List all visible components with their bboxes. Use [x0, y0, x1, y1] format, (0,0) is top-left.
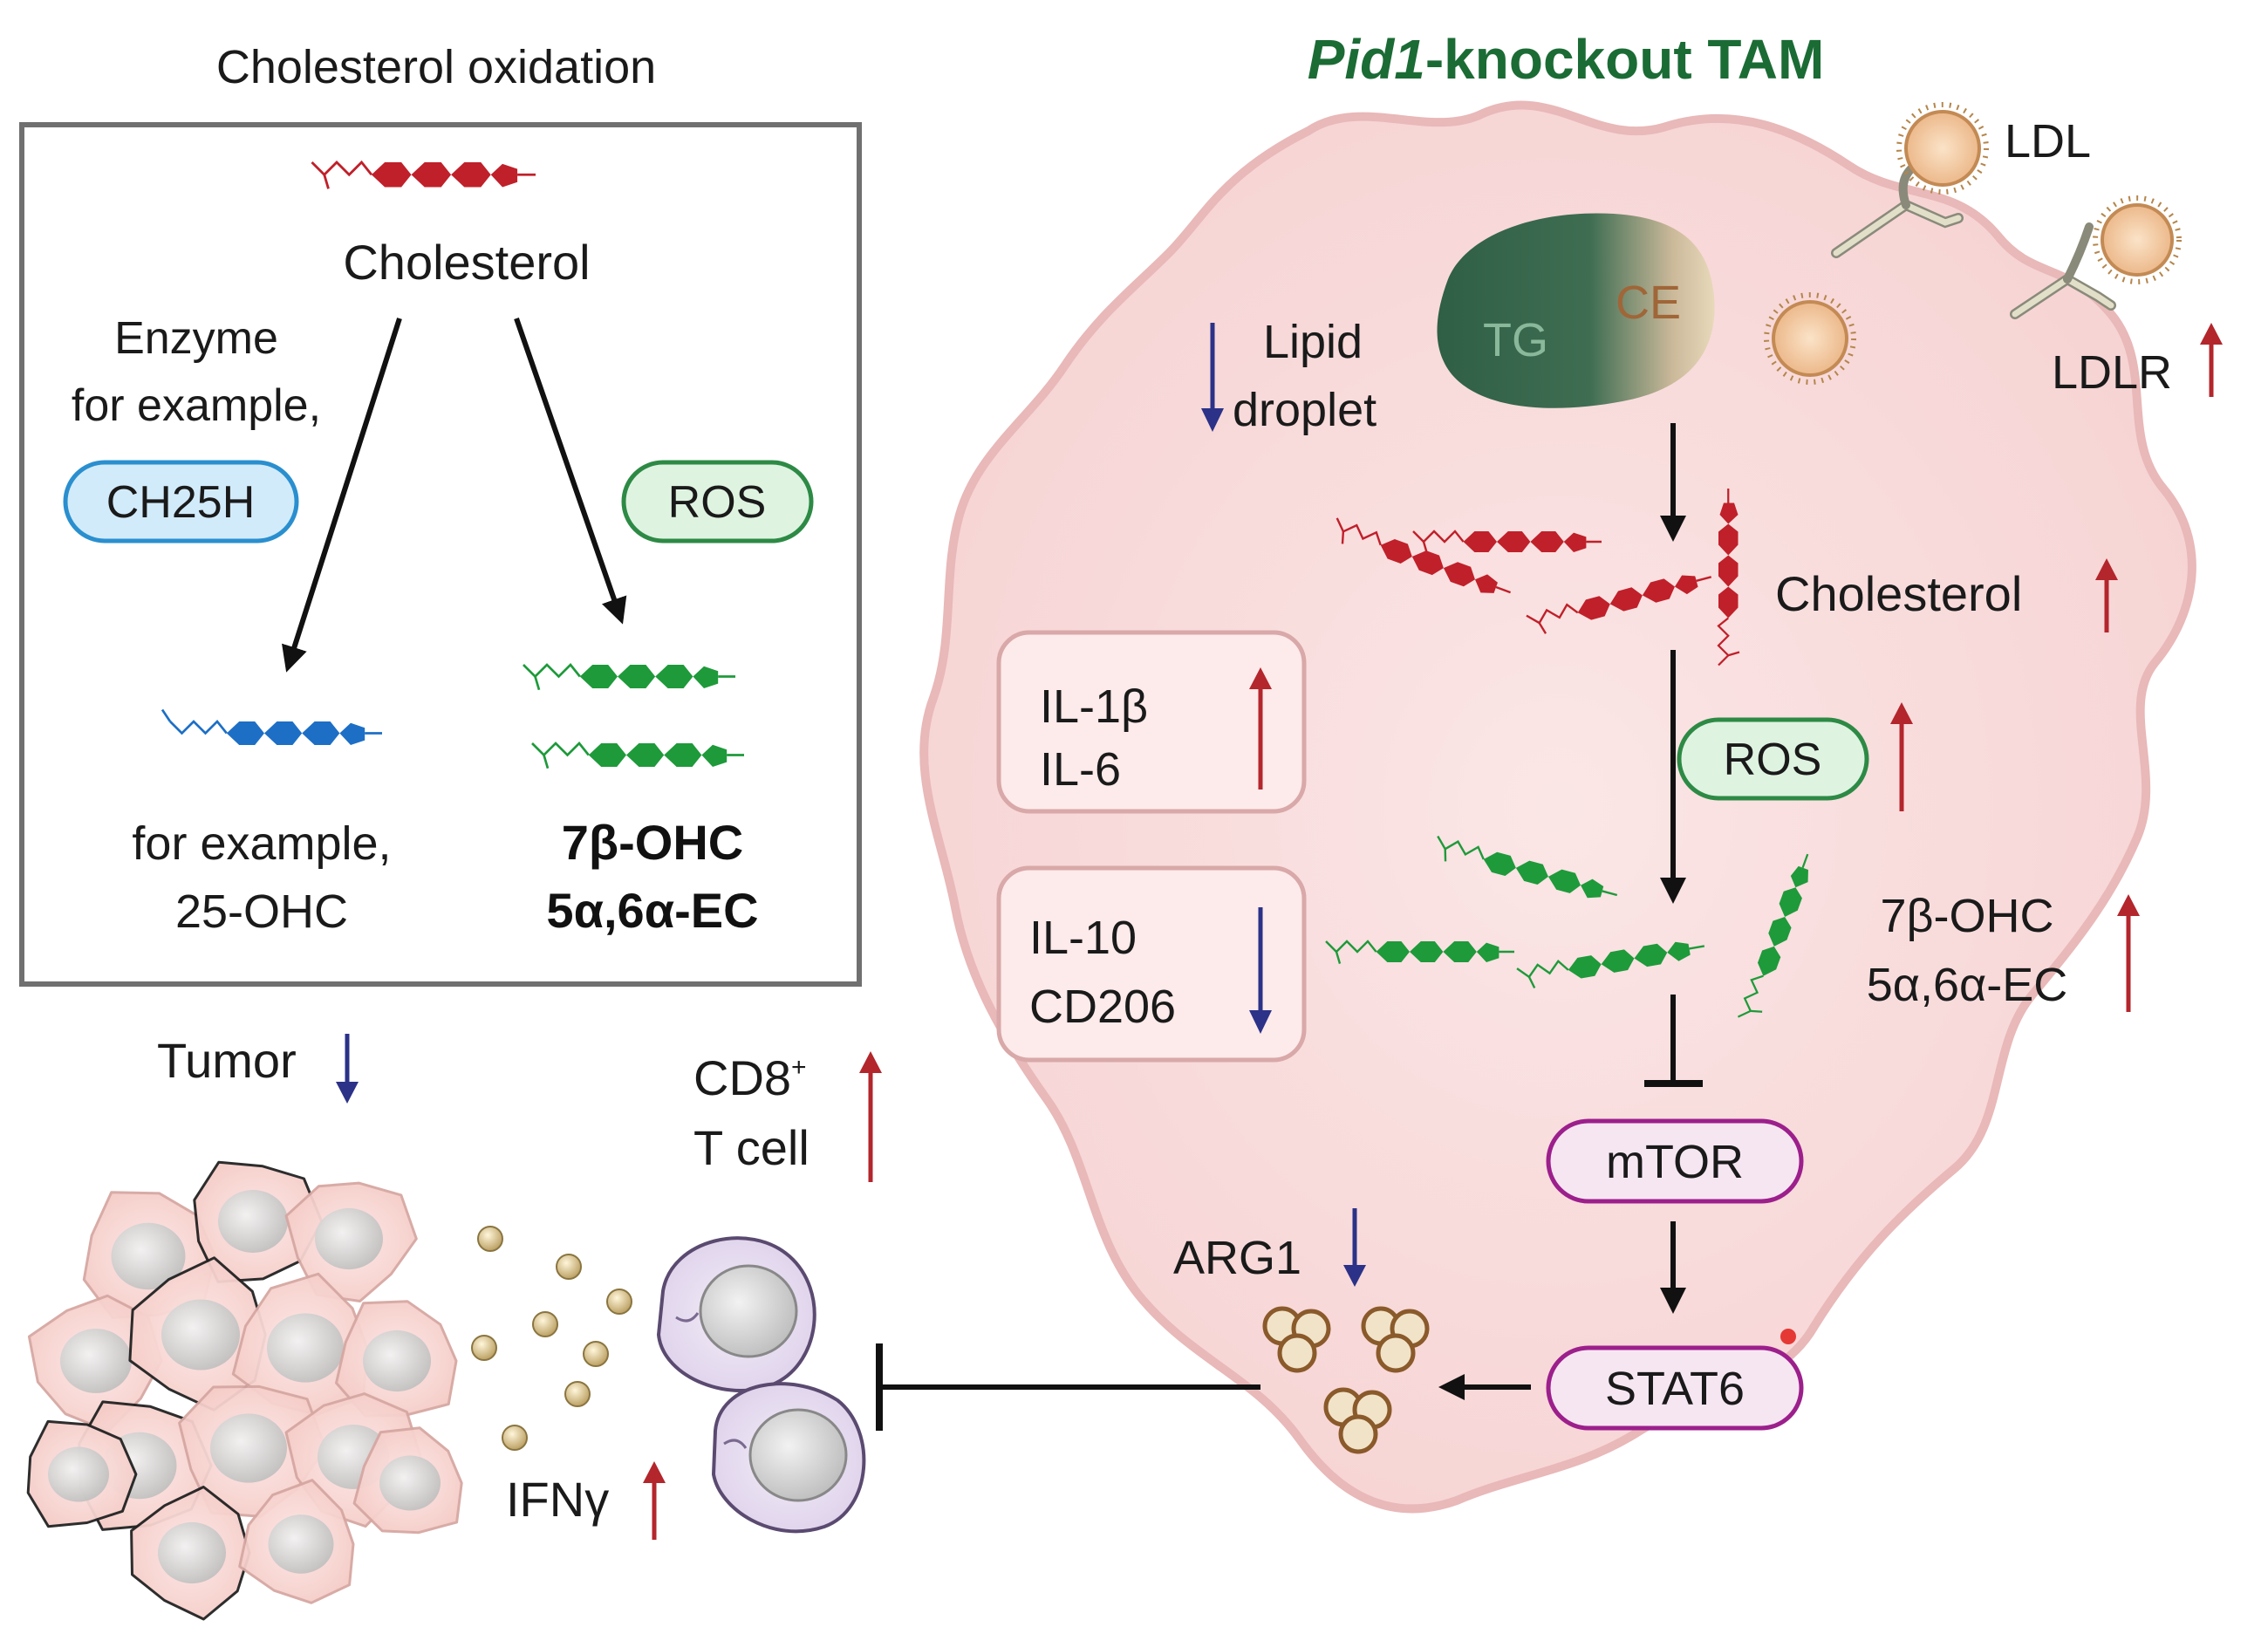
panel-title: Cholesterol oxidation — [216, 41, 656, 93]
ros-up-arrow-icon — [1890, 702, 1913, 811]
lipid-droplet — [1437, 213, 1715, 408]
tam-ros-label: ROS — [1724, 735, 1822, 785]
tumor-cell — [178, 1384, 327, 1518]
enzyme-label-line2: for example, — [72, 380, 321, 431]
cholesterol-molecule-icon — [311, 161, 537, 190]
ldlr-label: LDLR — [2052, 346, 2172, 399]
oxysterol-up-arrow-icon — [2117, 894, 2140, 1012]
enzyme-label-line1: Enzyme — [114, 313, 278, 364]
tam-title-rest: -knockout TAM — [1425, 28, 1824, 91]
ifng-up-arrow-icon — [643, 1461, 666, 1540]
arg1-down-arrow-icon — [1343, 1208, 1366, 1287]
lipid-label-line1: Lipid — [1263, 316, 1363, 368]
tam-cholesterol-label: Cholesterol — [1775, 566, 2022, 621]
tumor-cell — [238, 1479, 355, 1604]
product-right-line2: 5α,6α-EC — [546, 883, 758, 938]
ldl-receptor-icon-2 — [2010, 222, 2116, 319]
cd8-superscript: + — [791, 1053, 807, 1082]
cd8-tcell-icon — [656, 1236, 816, 1392]
tumor-cell — [284, 1181, 418, 1302]
cholesterol-oxidation-panel: Cholesterol oxidation Cholesterol Enzyme… — [19, 41, 862, 987]
ifng-cytokine-icon — [471, 1226, 632, 1451]
tumor-cell — [27, 1294, 163, 1432]
ldl-particle-icon-3 — [1764, 292, 1856, 385]
oxysterol-molecule-icon-2 — [530, 742, 746, 770]
cytokine-up-arrow-icon — [1249, 667, 1272, 790]
oxysterol-molecule-icon — [522, 663, 737, 692]
arg1-label: ARG1 — [1173, 1232, 1301, 1284]
marker-down-arrow-icon — [1249, 907, 1272, 1034]
arg1-inhibits-tcell — [876, 1343, 1260, 1431]
panel-frame — [19, 122, 862, 987]
il6-label: IL-6 — [1040, 743, 1121, 796]
oh25-molecule-icon — [161, 708, 384, 747]
ros-badge — [621, 460, 814, 543]
ldl-particle-icon-2 — [2093, 195, 2182, 284]
tam-title-italic: Pid1 — [1308, 28, 1425, 91]
tumor-cell — [193, 1160, 324, 1283]
tumor-cell — [128, 1256, 267, 1412]
ros-label: ROS — [668, 477, 767, 528]
tam-cell: Pid1-knockout TAM LDL LDLR — [919, 28, 2223, 1514]
product-right-line1: 7β-OHC — [562, 815, 743, 870]
cholesterol-label: Cholesterol — [343, 235, 590, 290]
ce-label: CE — [1616, 277, 1681, 329]
phosphorylation-dot-icon — [1780, 1329, 1796, 1344]
enzyme-arrow — [282, 318, 402, 673]
cd8-label-line1: CD8+ — [693, 1050, 807, 1105]
tumor-mass-icon — [26, 1160, 463, 1621]
cd8-text: CD8 — [693, 1050, 791, 1105]
ch25h-badge — [63, 460, 299, 543]
il1b-label: IL-1β — [1040, 680, 1148, 733]
cd8-label-line2: T cell — [693, 1120, 810, 1175]
tcell-up-arrow-icon — [859, 1051, 882, 1182]
tumor-down-arrow-icon — [336, 1034, 359, 1104]
tumor-cell — [130, 1486, 251, 1621]
product-left-line1: for example, — [132, 817, 391, 870]
tumor-label: Tumor — [157, 1033, 297, 1088]
lipid-label-line2: droplet — [1233, 384, 1377, 436]
arg1-enzyme-icon — [1262, 1306, 1430, 1454]
ldlr-up-arrow-icon — [2200, 323, 2223, 397]
cd8-tcell-icon-2 — [711, 1382, 866, 1534]
mtor-label: mTOR — [1606, 1136, 1744, 1188]
tam-title: Pid1-knockout TAM — [1308, 28, 1825, 91]
tumor-cell — [26, 1419, 138, 1528]
stat6-label: STAT6 — [1605, 1363, 1745, 1415]
cholesterol-up-arrow-icon — [2095, 558, 2118, 632]
ch25h-label: CH25H — [106, 477, 256, 528]
tam-oxy-line2: 5α,6α-EC — [1867, 959, 2068, 1011]
stat6-badge — [1546, 1345, 1804, 1431]
mtor-badge — [1546, 1118, 1804, 1204]
product-left-line2: 25-OHC — [175, 885, 348, 938]
tg-label: TG — [1483, 314, 1548, 366]
tam-oxy-line1: 7β-OHC — [1880, 890, 2053, 942]
pro-inflammatory-cytokines-box — [996, 630, 1307, 814]
il10-label: IL-10 — [1029, 912, 1137, 964]
cd206-label: CD206 — [1029, 981, 1176, 1033]
tam-membrane — [919, 100, 2196, 1514]
tumor-cell — [231, 1272, 369, 1416]
ros-arrow — [514, 318, 627, 625]
ldl-particle-icon — [1896, 102, 1989, 195]
ldl-label: LDL — [2005, 115, 2091, 167]
lipid-droplet-down-arrow-icon — [1201, 323, 1224, 432]
tam-ros-badge — [1677, 717, 1869, 801]
ifng-label: IFNγ — [506, 1472, 609, 1527]
oxysterol-inhibits-mtor — [1644, 995, 1703, 1087]
tumor-cell — [352, 1426, 463, 1535]
tumor-cell — [335, 1300, 458, 1418]
anti-inflammatory-markers-box — [996, 865, 1307, 1063]
